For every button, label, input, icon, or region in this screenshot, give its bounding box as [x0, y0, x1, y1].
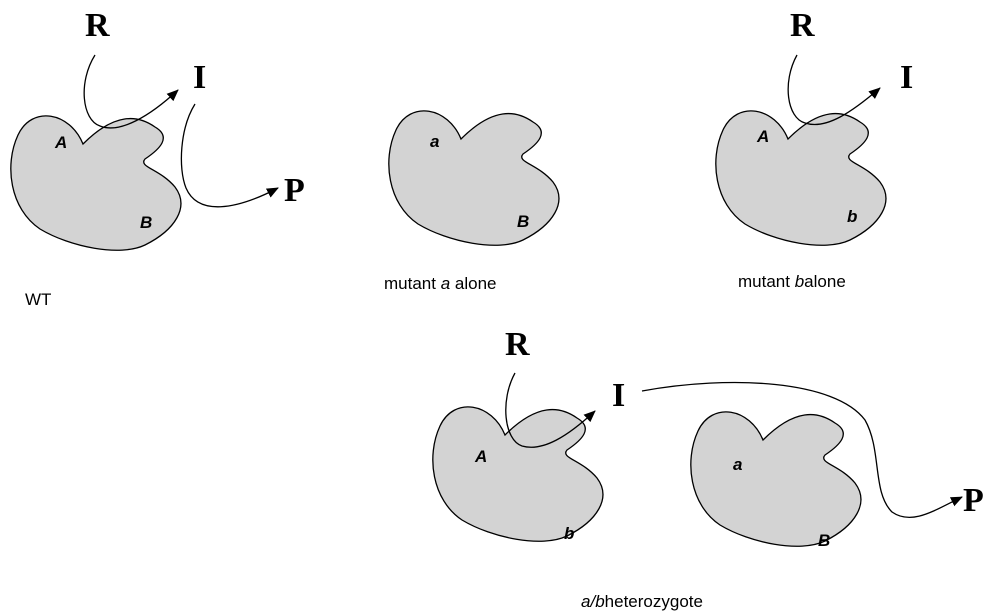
wt-arrow-r-to-i: [84, 55, 178, 128]
wt-arrow-i-to-p: [181, 104, 278, 207]
wt-site-top: A: [54, 133, 67, 152]
heterozygote-node-r: R: [505, 326, 530, 363]
mutant-b-caption-suffix: alone: [804, 272, 846, 291]
mutant-b-caption-allele: b: [795, 272, 804, 291]
mutant-b-node-i: I: [900, 59, 913, 96]
mutant-a-site-top: a: [430, 132, 439, 151]
heterozygote-panel: R I P A b a B a/bheterozygote: [433, 326, 984, 611]
mutant-a-caption-suffix: alone: [450, 274, 496, 293]
mutant-b-site-bottom: b: [847, 207, 857, 226]
mutant-b-caption: mutant balone: [738, 272, 846, 291]
heterozygote-left-site-top: A: [474, 447, 487, 466]
heterozygote-left-site-bottom: b: [564, 524, 574, 543]
heterozygote-caption: a/bheterozygote: [581, 592, 703, 611]
wt-enzyme: [11, 116, 181, 250]
mutant-b-caption-prefix: mutant: [738, 272, 795, 291]
mutant-b-panel: R I A b mutant balone: [716, 7, 913, 291]
heterozygote-node-i: I: [612, 377, 625, 414]
heterozygote-enzyme-right: [691, 412, 861, 546]
heterozygote-enzyme-left: [433, 407, 603, 541]
heterozygote-node-p: P: [963, 482, 984, 519]
mutant-b-node-r: R: [790, 7, 815, 44]
heterozygote-caption-suffix: heterozygote: [605, 592, 703, 611]
mutant-a-site-bottom: B: [517, 212, 529, 231]
heterozygote-caption-allele-b: b: [595, 592, 604, 611]
wt-node-p: P: [284, 172, 305, 209]
mutant-a-enzyme: [389, 111, 559, 245]
wt-caption: WT: [25, 290, 51, 309]
mutant-a-caption-allele: a: [441, 274, 450, 293]
wt-node-i: I: [193, 59, 206, 96]
wt-site-bottom: B: [140, 213, 152, 232]
mutant-b-site-top: A: [756, 127, 769, 146]
mutant-a-caption: mutant a alone: [384, 274, 497, 293]
heterozygote-right-site-bottom: B: [818, 531, 830, 550]
mutant-b-enzyme: [716, 111, 886, 245]
heterozygote-caption-allele-a: a: [581, 592, 590, 611]
mutant-a-caption-prefix: mutant: [384, 274, 441, 293]
wt-node-r: R: [85, 7, 110, 44]
wt-panel: R I P A B WT: [11, 7, 305, 309]
heterozygote-right-site-top: a: [733, 455, 742, 474]
mutant-a-panel: a B mutant a alone: [384, 111, 559, 293]
